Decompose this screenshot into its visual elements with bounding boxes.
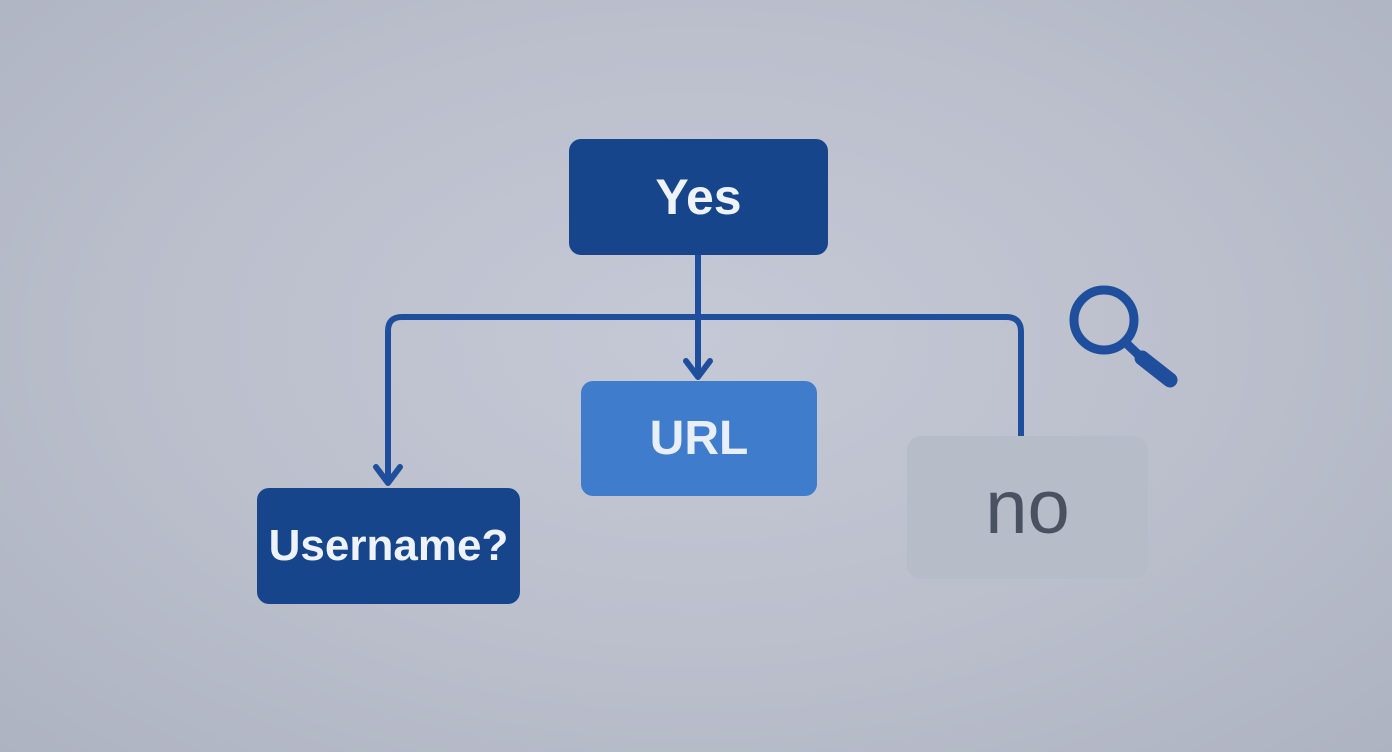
connector-branch-left — [385, 314, 701, 485]
node-no: no — [907, 436, 1148, 579]
node-yes-label: Yes — [655, 169, 742, 225]
node-url: URL — [581, 381, 817, 496]
node-username: Username? — [257, 488, 520, 604]
search-icon — [1069, 285, 1178, 388]
arrowhead-url — [683, 358, 713, 380]
connector-branch-right — [695, 314, 1024, 439]
node-no-label: no — [985, 465, 1070, 550]
arrowhead-username — [373, 464, 403, 486]
node-username-label: Username? — [268, 521, 509, 570]
node-url-label: URL — [649, 412, 749, 465]
node-yes: Yes — [569, 139, 828, 255]
